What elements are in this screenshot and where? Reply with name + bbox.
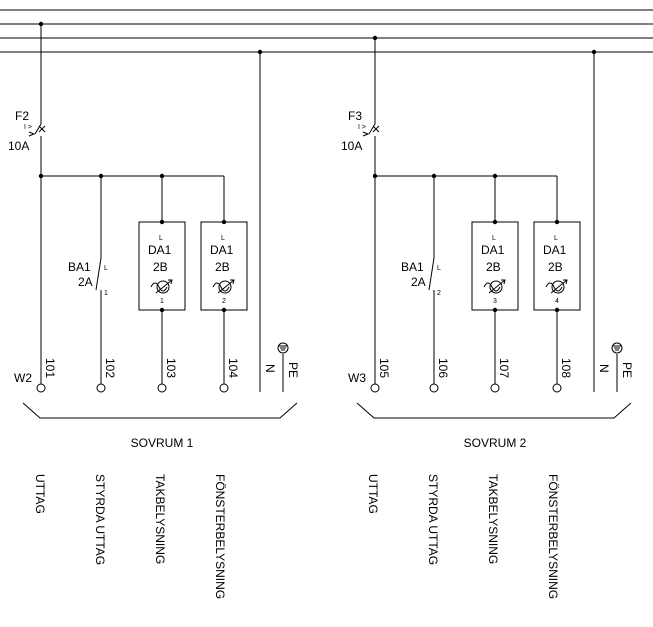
circuit-label: STYRDA UTTAG [93, 474, 107, 565]
terminal-point [370, 383, 380, 393]
cable-label: W3 [348, 371, 366, 385]
dimmer-box [533, 221, 581, 311]
terminal-number: 103 [164, 358, 178, 378]
terminal-number: 102 [103, 358, 117, 378]
dimmer-pin-label: L [492, 235, 496, 242]
terminal-point [552, 383, 562, 393]
fuse-rating: 10A [8, 139, 29, 153]
room-label: SOVRUM 1 [131, 436, 194, 450]
terminal-point [429, 383, 439, 393]
terminal-number: 108 [559, 358, 573, 378]
fuse-cross-mark [38, 125, 46, 133]
terminal-point [96, 383, 106, 393]
dimmer-input-dot [554, 219, 560, 225]
circuit-label: STYRDA UTTAG [426, 474, 440, 565]
cable-label: W2 [14, 371, 32, 385]
dimmer-number: 2 [222, 298, 226, 305]
circuit-label: TAKBELYSNING [153, 474, 167, 564]
dimmer-box [138, 221, 186, 311]
terminal-number: 104 [226, 358, 240, 378]
junction-dot [372, 173, 378, 179]
dimmer-name: DA1 [148, 243, 172, 257]
circuit-label: TAKBELYSNING [486, 474, 500, 564]
dimmer-symbol-icon [150, 279, 173, 294]
dimmer-spec: 2B [215, 260, 230, 274]
fuse-switch-blade [34, 123, 42, 135]
dimmer-pin-label: L [554, 235, 558, 242]
dimmer-symbol-icon [545, 279, 568, 294]
terminal-point [157, 383, 167, 393]
terminal-number: 107 [497, 358, 511, 378]
circuit-label: UTTAG [366, 474, 380, 514]
relay-contact-blade [95, 257, 102, 291]
circuit-group-1: F2 I > 10A BA1 2A L 1 L DA1 2B 1 [8, 21, 300, 599]
room-bracket [356, 402, 632, 419]
bus-bars [0, 9, 653, 53]
dimmer-input-dot [159, 219, 165, 225]
earth-symbol-icon [611, 342, 623, 354]
fuse-name: F2 [15, 109, 29, 123]
dimmer-box [471, 221, 519, 311]
fuse-rating: 10A [341, 139, 362, 153]
relay-rating: 2A [78, 275, 93, 289]
earth-symbol-icon [277, 342, 289, 354]
neutral-label: N [263, 364, 277, 373]
fuse-trip-mark: I > [24, 124, 32, 131]
earth-label: PE [620, 362, 634, 378]
dimmer-input-dot [221, 219, 227, 225]
fuse-trip-symbol [28, 131, 36, 137]
relay-name: BA1 [68, 260, 91, 274]
dimmer-spec: 2B [548, 260, 563, 274]
room-label: SOVRUM 2 [464, 436, 527, 450]
fuse-trip-symbol [362, 131, 370, 137]
relay-pin-number: 2 [437, 290, 441, 297]
dimmer-pin-label: L [159, 235, 163, 242]
circuit-label: FÖNSTERBELYSNING [546, 474, 560, 599]
dimmer-symbol-icon [483, 279, 506, 294]
dimmer-name: DA1 [210, 243, 234, 257]
dimmer-input-dot [492, 219, 498, 225]
relay-rating: 2A [411, 275, 426, 289]
dimmer-name: DA1 [481, 243, 505, 257]
relay-name: BA1 [401, 260, 424, 274]
dimmer-spec: 2B [486, 260, 501, 274]
terminal-point [219, 383, 229, 393]
dimmer-number: 1 [160, 298, 164, 305]
terminal-number: 105 [377, 358, 391, 378]
relay-pin-label: L [437, 265, 441, 272]
dimmer-spec: 2B [153, 260, 168, 274]
circuit-label: UTTAG [33, 474, 47, 514]
terminal-point [490, 383, 500, 393]
dimmer-name: DA1 [543, 243, 567, 257]
relay-pin-number: 1 [104, 290, 108, 297]
terminal-number: 106 [436, 358, 450, 378]
room-bracket [22, 402, 298, 419]
earth-label: PE [286, 362, 300, 378]
relay-contact-blade [428, 257, 435, 291]
junction-dot [38, 173, 44, 179]
circuit-group-2: F3 I > 10A BA1 2A L 2 L DA1 2B 3 L [341, 35, 634, 599]
neutral-label: N [597, 364, 611, 373]
dimmer-symbol-icon [212, 279, 235, 294]
terminal-number: 101 [43, 358, 57, 378]
fuse-switch-blade [368, 123, 376, 135]
dimmer-pin-label: L [221, 235, 225, 242]
dimmer-number: 4 [555, 298, 559, 305]
circuit-label: FÖNSTERBELYSNING [213, 474, 227, 599]
relay-pin-label: L [104, 265, 108, 272]
dimmer-number: 3 [493, 298, 497, 305]
terminal-point [36, 383, 46, 393]
fuse-trip-mark: I > [358, 124, 366, 131]
fuse-cross-mark [372, 125, 380, 133]
fuse-name: F3 [348, 109, 362, 123]
